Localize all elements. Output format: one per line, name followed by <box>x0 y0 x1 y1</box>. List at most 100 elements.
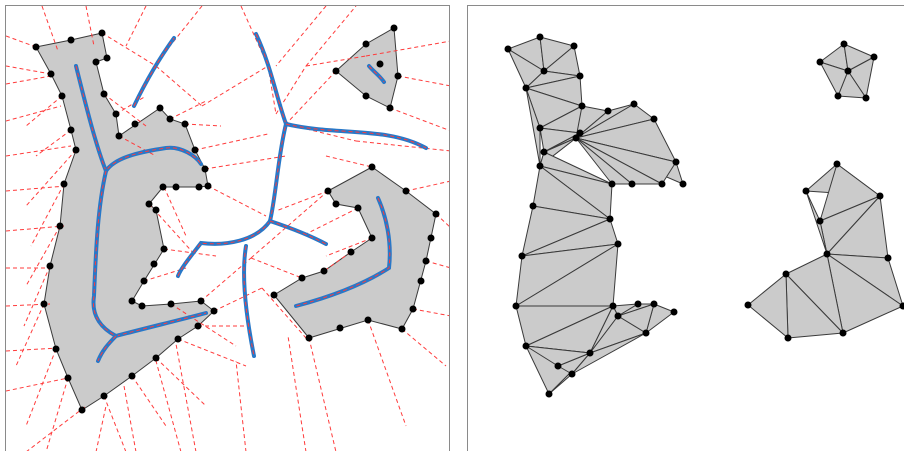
voronoi-edge <box>305 6 357 67</box>
vertex-dot <box>140 277 148 285</box>
voronoi-edge <box>170 303 237 347</box>
vertex-dot <box>402 187 410 195</box>
triangle <box>805 190 828 255</box>
voronoi-edge <box>101 32 157 67</box>
voronoi-edge <box>177 338 247 367</box>
skeleton-voronoi-overlay <box>269 220 327 245</box>
voronoi-edge <box>201 65 269 107</box>
skeleton-voronoi-overlay <box>255 33 287 222</box>
vertex-dot <box>64 374 72 382</box>
voronoi-edge <box>401 328 447 367</box>
vertex-dot <box>834 92 842 100</box>
mesh-vertices <box>504 33 904 398</box>
vertex-dot <box>840 40 848 48</box>
vertex-dot <box>72 146 80 154</box>
vertex-dot <box>270 291 278 299</box>
voronoi-edge <box>389 107 449 131</box>
vertex-dot <box>103 54 111 62</box>
skeleton-voronoi-overlay <box>368 65 385 83</box>
vertex-dot <box>160 245 168 253</box>
triangulation-mesh <box>507 36 904 395</box>
voronoi-edge <box>355 140 449 152</box>
voronoi-edge <box>6 225 65 232</box>
vertex-dot <box>572 134 580 142</box>
vertex-dot <box>650 300 658 308</box>
voronoi-edge <box>204 155 287 170</box>
voronoi-edge <box>325 155 373 168</box>
voronoi-edge <box>45 377 69 451</box>
vertex-dot <box>67 126 75 134</box>
voronoi-edge <box>155 360 182 451</box>
voronoi-edge <box>23 265 51 327</box>
vertex-dot <box>782 270 790 278</box>
vertex-dot <box>614 312 622 320</box>
voronoi-edge <box>15 303 45 367</box>
vertex-dot <box>332 200 340 208</box>
voronoi-edge <box>155 357 207 407</box>
vertex-dot <box>576 129 584 137</box>
triangle <box>575 137 633 185</box>
vertex-dot <box>586 349 594 357</box>
vertex-dot <box>156 104 164 112</box>
vertex-dot <box>417 277 425 285</box>
voronoi-edge <box>30 183 65 247</box>
voronoi-edge <box>6 145 72 157</box>
vertex-dot <box>634 300 642 308</box>
vertex-dot <box>115 132 123 140</box>
vertex-dot <box>606 215 614 223</box>
vertex-dot <box>576 72 584 80</box>
voronoi-edge <box>169 100 207 120</box>
voronoi-edge <box>275 6 327 67</box>
vertex-dot <box>368 234 376 242</box>
vertex-dot <box>522 84 530 92</box>
vertex-dot <box>376 60 384 68</box>
voronoi-edge <box>240 6 269 67</box>
vertex-dot <box>324 187 332 195</box>
vertex-dot <box>536 162 544 170</box>
vertex-dot <box>650 115 658 123</box>
voronoi-edge <box>213 287 263 312</box>
vertex-dot <box>670 308 678 316</box>
polygon-shapes <box>35 27 437 411</box>
vertex-dot <box>172 183 180 191</box>
vertex-dot <box>52 345 60 353</box>
voronoi-edge <box>200 257 252 302</box>
vertex-dot <box>536 124 544 132</box>
voronoi-edge <box>6 377 69 392</box>
vertex-dot <box>432 210 440 218</box>
triangle <box>525 345 591 367</box>
triangle <box>617 303 655 334</box>
vertex-dot <box>128 372 136 380</box>
vertex-dot <box>112 110 120 118</box>
voronoi-edge <box>194 133 269 151</box>
vertex-dot <box>578 102 586 110</box>
voronoi-edge <box>184 123 222 127</box>
voronoi-edge <box>365 40 449 57</box>
voronoi-edge <box>250 190 329 259</box>
vertex-dot <box>100 392 108 400</box>
vertex-dot <box>138 302 146 310</box>
vertex-dot <box>568 370 576 378</box>
vertex-dot <box>320 267 328 275</box>
skeleton-voronoi-overlay <box>75 65 202 173</box>
voronoi-edge <box>163 248 217 257</box>
skeleton-branch <box>268 219 328 246</box>
voronoi-edge <box>103 93 147 127</box>
vertex-dot <box>152 354 160 362</box>
vertex-dot <box>40 300 48 308</box>
voronoi-edge <box>425 260 449 268</box>
vertex-dot <box>608 180 616 188</box>
skeleton-voronoi-overlay <box>133 37 175 107</box>
vertex-dot <box>899 302 904 310</box>
voronoi-edge <box>397 75 449 87</box>
skeleton-voronoi-overlay <box>285 123 427 149</box>
vertex-dot <box>150 260 158 268</box>
voronoi-skeleton-diagram <box>6 6 449 451</box>
voronoi-edge <box>305 207 359 235</box>
skeleton-branch <box>176 219 272 278</box>
vertex-dot <box>195 183 203 191</box>
vertex-dot <box>422 257 430 265</box>
vertex-dot <box>884 254 892 262</box>
vertex-dot <box>744 301 752 309</box>
triangle <box>525 87 541 167</box>
